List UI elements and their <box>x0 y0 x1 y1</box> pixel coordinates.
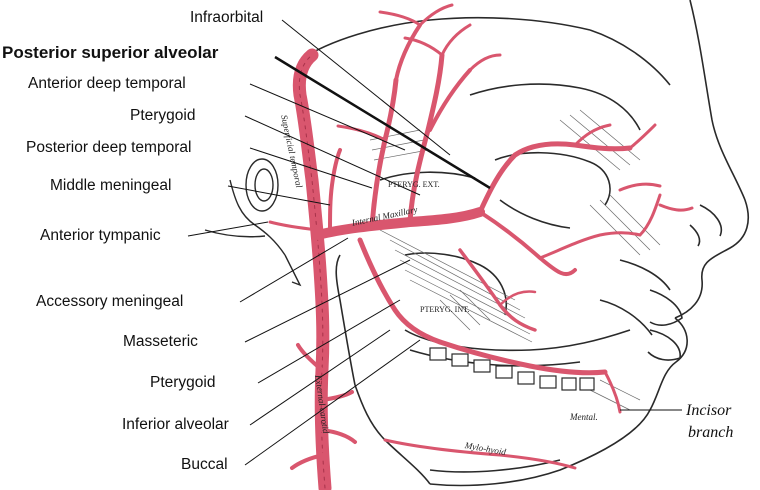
label-accessory-meningeal: Accessory meningeal <box>36 293 184 310</box>
leader-pterygoid-lower <box>257 299 401 384</box>
leader-masseteric <box>244 259 411 343</box>
lower-teeth <box>429 347 595 391</box>
leader-anterior-deep-temporal <box>249 83 406 151</box>
leader-posterior-superior-alveolar <box>274 55 491 190</box>
leader-pterygoid-upper <box>244 115 421 196</box>
leader-posterior-deep-temporal <box>249 147 373 189</box>
leader-infraorbital <box>281 19 451 156</box>
label-pterygoid-upper: Pterygoid <box>130 107 196 124</box>
label-posterior-deep-temporal: Posterior deep temporal <box>26 139 192 156</box>
label-inferior-alveolar: Inferior alveolar <box>122 416 229 433</box>
leader-buccal <box>244 339 421 466</box>
label-incisor-line2: branch <box>688 424 734 441</box>
infraorbital-artery <box>477 141 633 215</box>
label-middle-meningeal: Middle meningeal <box>50 177 172 194</box>
leader-anterior-tympanic <box>187 221 269 237</box>
embedded-pteryg-ext: PTERYG. EXT. <box>388 180 440 189</box>
arteries <box>268 3 694 490</box>
label-masseteric: Masseteric <box>123 333 198 350</box>
leader-accessory-meningeal <box>239 237 349 303</box>
label-infraorbital: Infraorbital <box>190 9 264 26</box>
label-pterygoid-lower: Pterygoid <box>150 374 216 391</box>
mylohyoid-artery <box>383 438 577 470</box>
leader-middle-meningeal <box>227 185 331 206</box>
label-anterior-tympanic: Anterior tympanic <box>40 227 161 244</box>
embedded-pteryg-int: PTERYG. INT. <box>420 305 470 314</box>
leader-lines <box>187 19 682 466</box>
embedded-mental: Mental. <box>570 412 598 422</box>
ear-structure <box>204 158 302 287</box>
label-anterior-deep-temporal: Anterior deep temporal <box>28 75 186 92</box>
label-incisor-line1: Incisor <box>686 402 732 419</box>
leader-inferior-alveolar <box>249 329 391 426</box>
label-posterior-superior-alveolar: Posterior superior alveolar <box>2 43 219 62</box>
label-buccal: Buccal <box>181 456 228 473</box>
